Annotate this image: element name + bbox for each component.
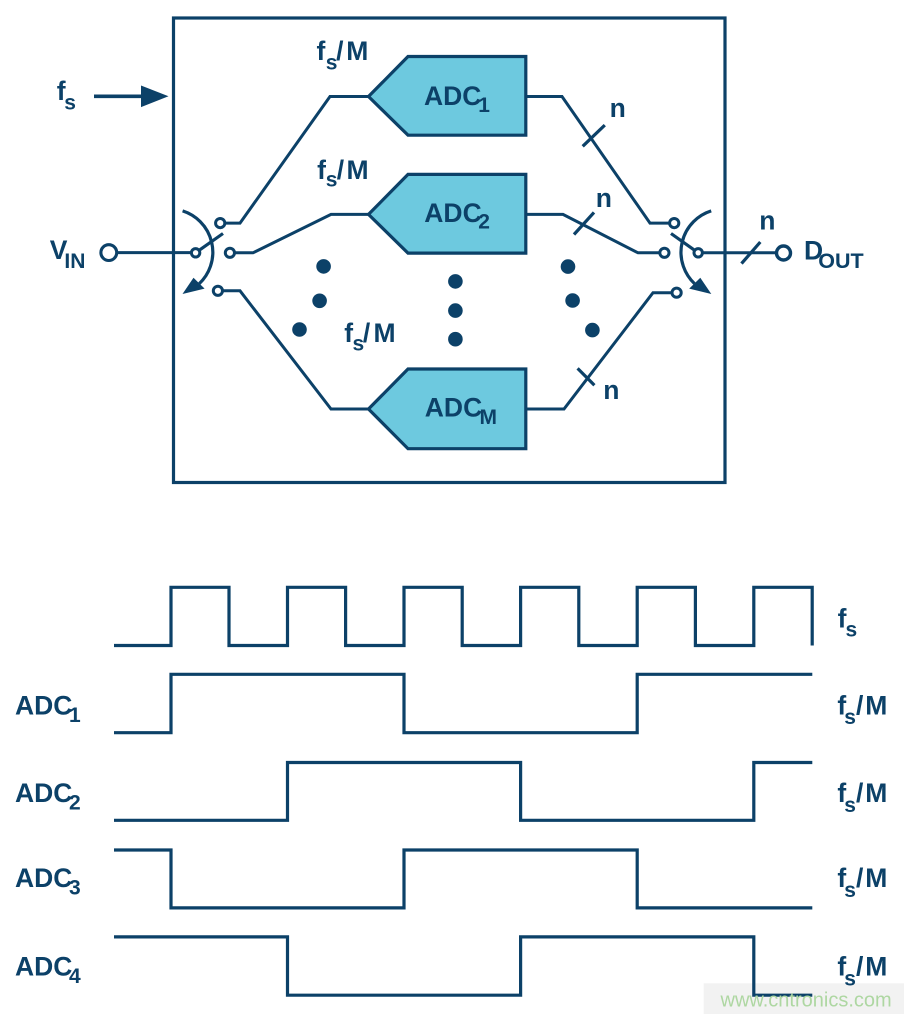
svg-text:f: f xyxy=(57,76,66,106)
svg-text:M: M xyxy=(865,952,887,982)
svg-text:ADC: ADC xyxy=(15,863,72,893)
svg-text:ADC: ADC xyxy=(15,778,72,808)
svg-text:2: 2 xyxy=(478,211,490,234)
svg-text:M: M xyxy=(865,778,887,808)
svg-text:s: s xyxy=(326,169,338,192)
svg-text:/: / xyxy=(337,155,345,185)
svg-text:f: f xyxy=(837,863,846,893)
svg-text:f: f xyxy=(837,952,846,982)
svg-text:M: M xyxy=(347,155,369,185)
svg-text:ADC: ADC xyxy=(425,393,482,423)
svg-text:s: s xyxy=(844,706,856,729)
svg-text:/: / xyxy=(336,36,344,66)
svg-text:M: M xyxy=(865,863,887,893)
svg-text:ADC: ADC xyxy=(424,81,481,111)
svg-text:s: s xyxy=(326,51,338,74)
svg-text:/: / xyxy=(363,318,371,348)
svg-text:s: s xyxy=(64,91,76,114)
svg-text:ADC: ADC xyxy=(15,690,72,720)
svg-text:/: / xyxy=(856,863,864,893)
svg-text:ADC: ADC xyxy=(424,198,481,228)
svg-text:1: 1 xyxy=(478,94,490,117)
svg-text:IN: IN xyxy=(64,250,85,273)
svg-text:M: M xyxy=(480,406,498,429)
svg-text:D: D xyxy=(804,235,823,265)
svg-text:s: s xyxy=(353,332,365,355)
svg-text:M: M xyxy=(346,36,368,66)
svg-text:/: / xyxy=(856,690,864,720)
svg-text:OUT: OUT xyxy=(818,249,863,273)
svg-text:s: s xyxy=(844,967,856,990)
svg-text:3: 3 xyxy=(69,876,81,899)
svg-text:/: / xyxy=(856,952,864,982)
svg-text:n: n xyxy=(603,375,619,405)
svg-text:f: f xyxy=(838,603,847,633)
svg-text:4: 4 xyxy=(69,965,81,988)
svg-text:1: 1 xyxy=(69,704,81,727)
svg-text:f: f xyxy=(317,155,326,185)
svg-text:s: s xyxy=(844,879,856,902)
svg-text:M: M xyxy=(374,318,396,348)
svg-text:2: 2 xyxy=(69,791,81,814)
svg-text:f: f xyxy=(317,36,326,66)
svg-text:n: n xyxy=(759,205,775,235)
svg-text:V: V xyxy=(50,235,68,265)
svg-text:M: M xyxy=(865,690,887,720)
svg-text:/: / xyxy=(856,778,864,808)
svg-text:f: f xyxy=(837,690,846,720)
svg-text:ADC: ADC xyxy=(15,952,72,982)
svg-text:s: s xyxy=(846,618,858,641)
svg-text:f: f xyxy=(837,778,846,808)
svg-text:n: n xyxy=(610,93,626,123)
svg-text:www.cntronics.com: www.cntronics.com xyxy=(720,990,892,1012)
svg-text:f: f xyxy=(344,318,353,348)
svg-text:n: n xyxy=(596,183,612,213)
svg-text:s: s xyxy=(844,794,856,817)
